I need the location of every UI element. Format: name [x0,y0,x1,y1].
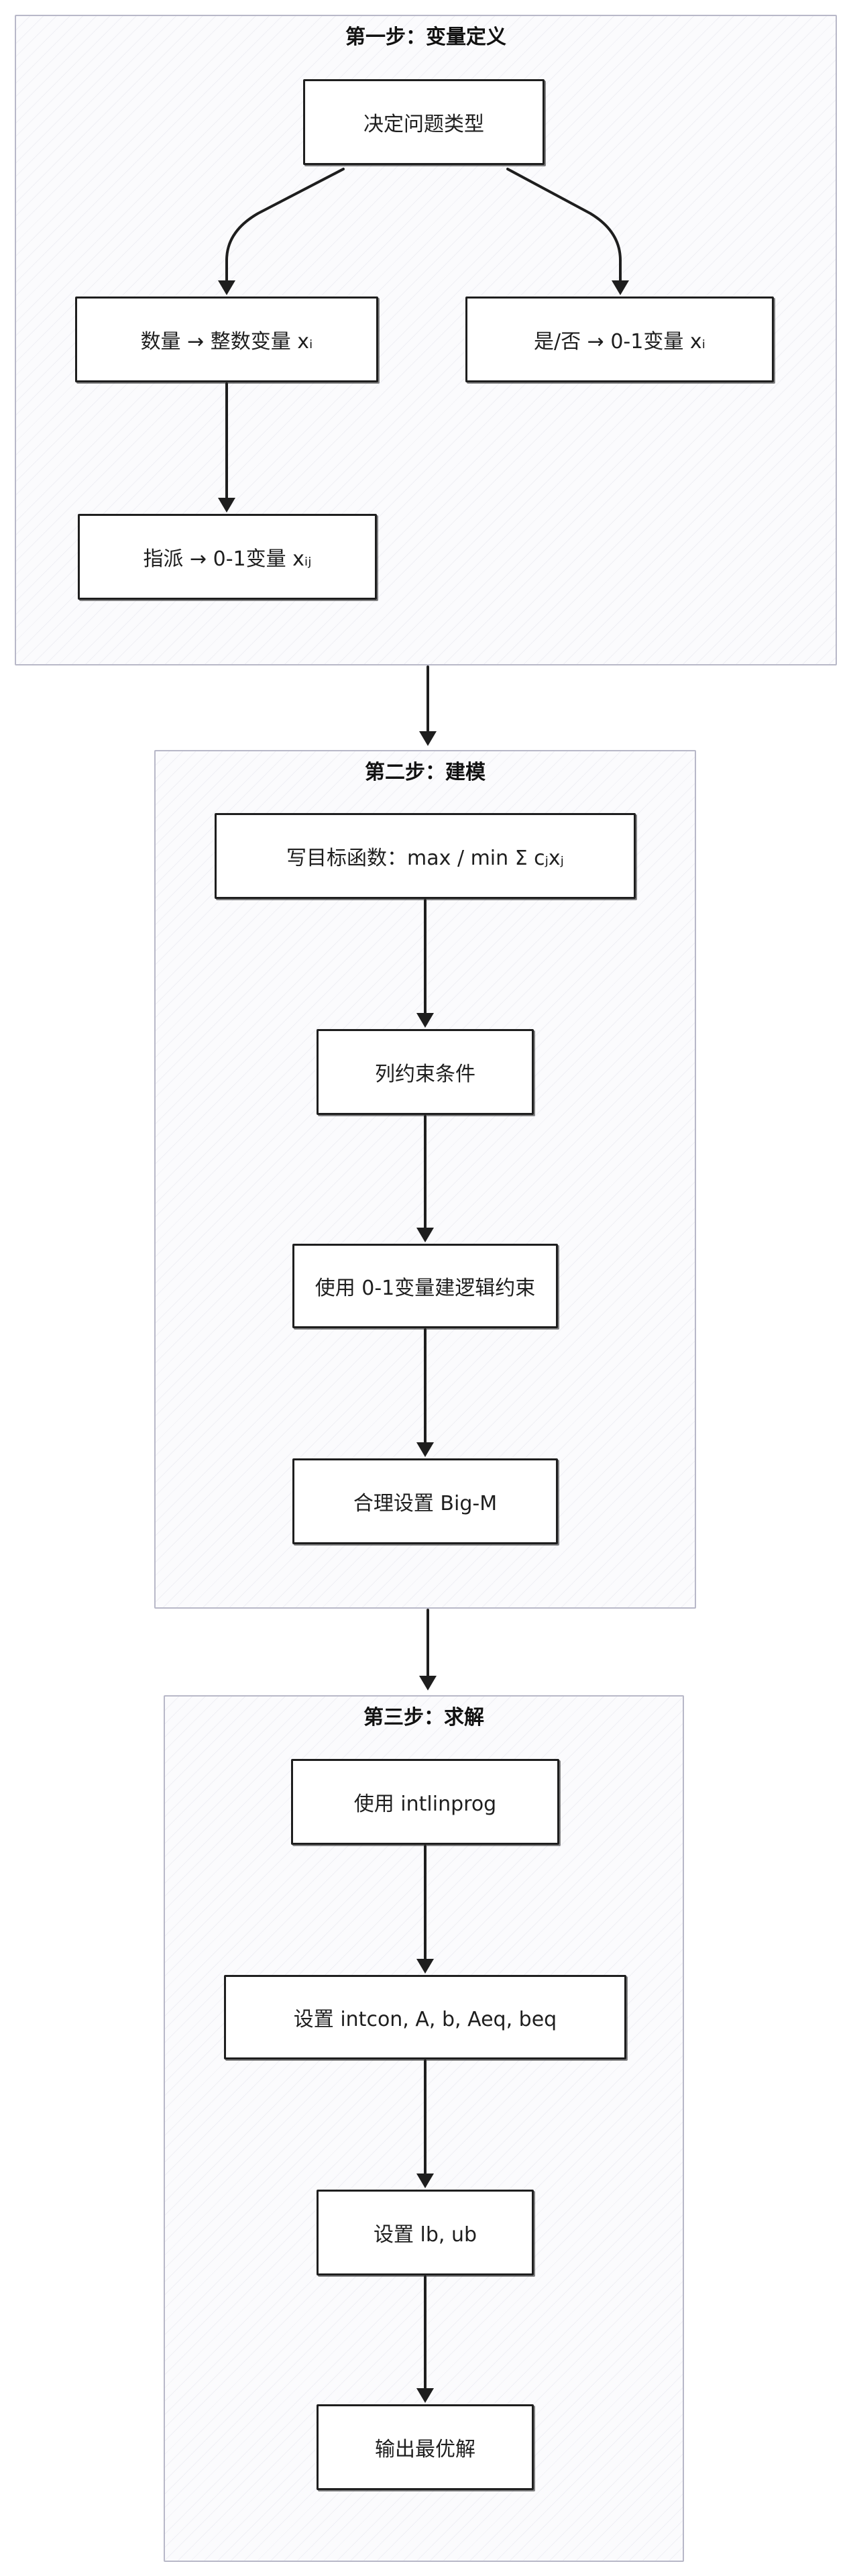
node-list-constraints-label: 列约束条件 [375,1063,475,1086]
node-use-intlinprog[interactable]: 使用 intlinprog [291,1759,559,1845]
node-use-intlinprog-label: 使用 intlinprog [353,1792,497,1816]
node-quantity-integer-variable-label: 数量 → 整数变量 xᵢ [140,330,313,354]
node-yes-no-binary-variable-label: 是/否 → 0-1变量 xᵢ [534,330,705,354]
group-title-step2: 第二步：建模 [365,761,486,784]
node-quantity-integer-variable[interactable]: 数量 → 整数变量 xᵢ [75,297,378,382]
node-write-objective[interactable]: 写目标函数：max / min Σ cⱼxⱼ [215,813,636,899]
node-decide-problem-type-label: 决定问题类型 [363,113,484,136]
node-list-constraints[interactable]: 列约束条件 [317,1029,534,1115]
node-set-big-m[interactable]: 合理设置 Big-M [292,1458,558,1544]
node-set-big-m-label: 合理设置 Big-M [353,1492,498,1515]
node-logic-constraints-label: 使用 0-1变量建逻辑约束 [315,1277,536,1300]
node-set-bounds[interactable]: 设置 lb, ub [317,2190,534,2275]
node-output-optimal-solution[interactable]: 输出最优解 [317,2404,534,2490]
node-write-objective-label: 写目标函数：max / min Σ cⱼxⱼ [286,847,564,870]
edge-step2-to-step3 [419,1609,437,1690]
node-assignment-binary-variable[interactable]: 指派 → 0-1变量 xᵢⱼ [78,514,377,600]
node-decide-problem-type[interactable]: 决定问题类型 [303,79,545,165]
group-title-step3: 第三步：求解 [363,1706,484,1729]
node-set-bounds-label: 设置 lb, ub [373,2223,477,2247]
group-title-step1: 第一步：变量定义 [345,25,506,49]
node-set-parameters-label: 设置 intcon, A, b, Aeq, beq [293,2008,557,2031]
node-assignment-binary-variable-label: 指派 → 0-1变量 xᵢⱼ [143,547,312,571]
node-yes-no-binary-variable[interactable]: 是/否 → 0-1变量 xᵢ [465,297,774,382]
node-set-parameters[interactable]: 设置 intcon, A, b, Aeq, beq [224,1975,626,2059]
edge-step1-to-step2 [419,665,437,746]
node-output-optimal-solution-label: 输出最优解 [375,2438,475,2461]
node-logic-constraints[interactable]: 使用 0-1变量建逻辑约束 [292,1244,558,1328]
